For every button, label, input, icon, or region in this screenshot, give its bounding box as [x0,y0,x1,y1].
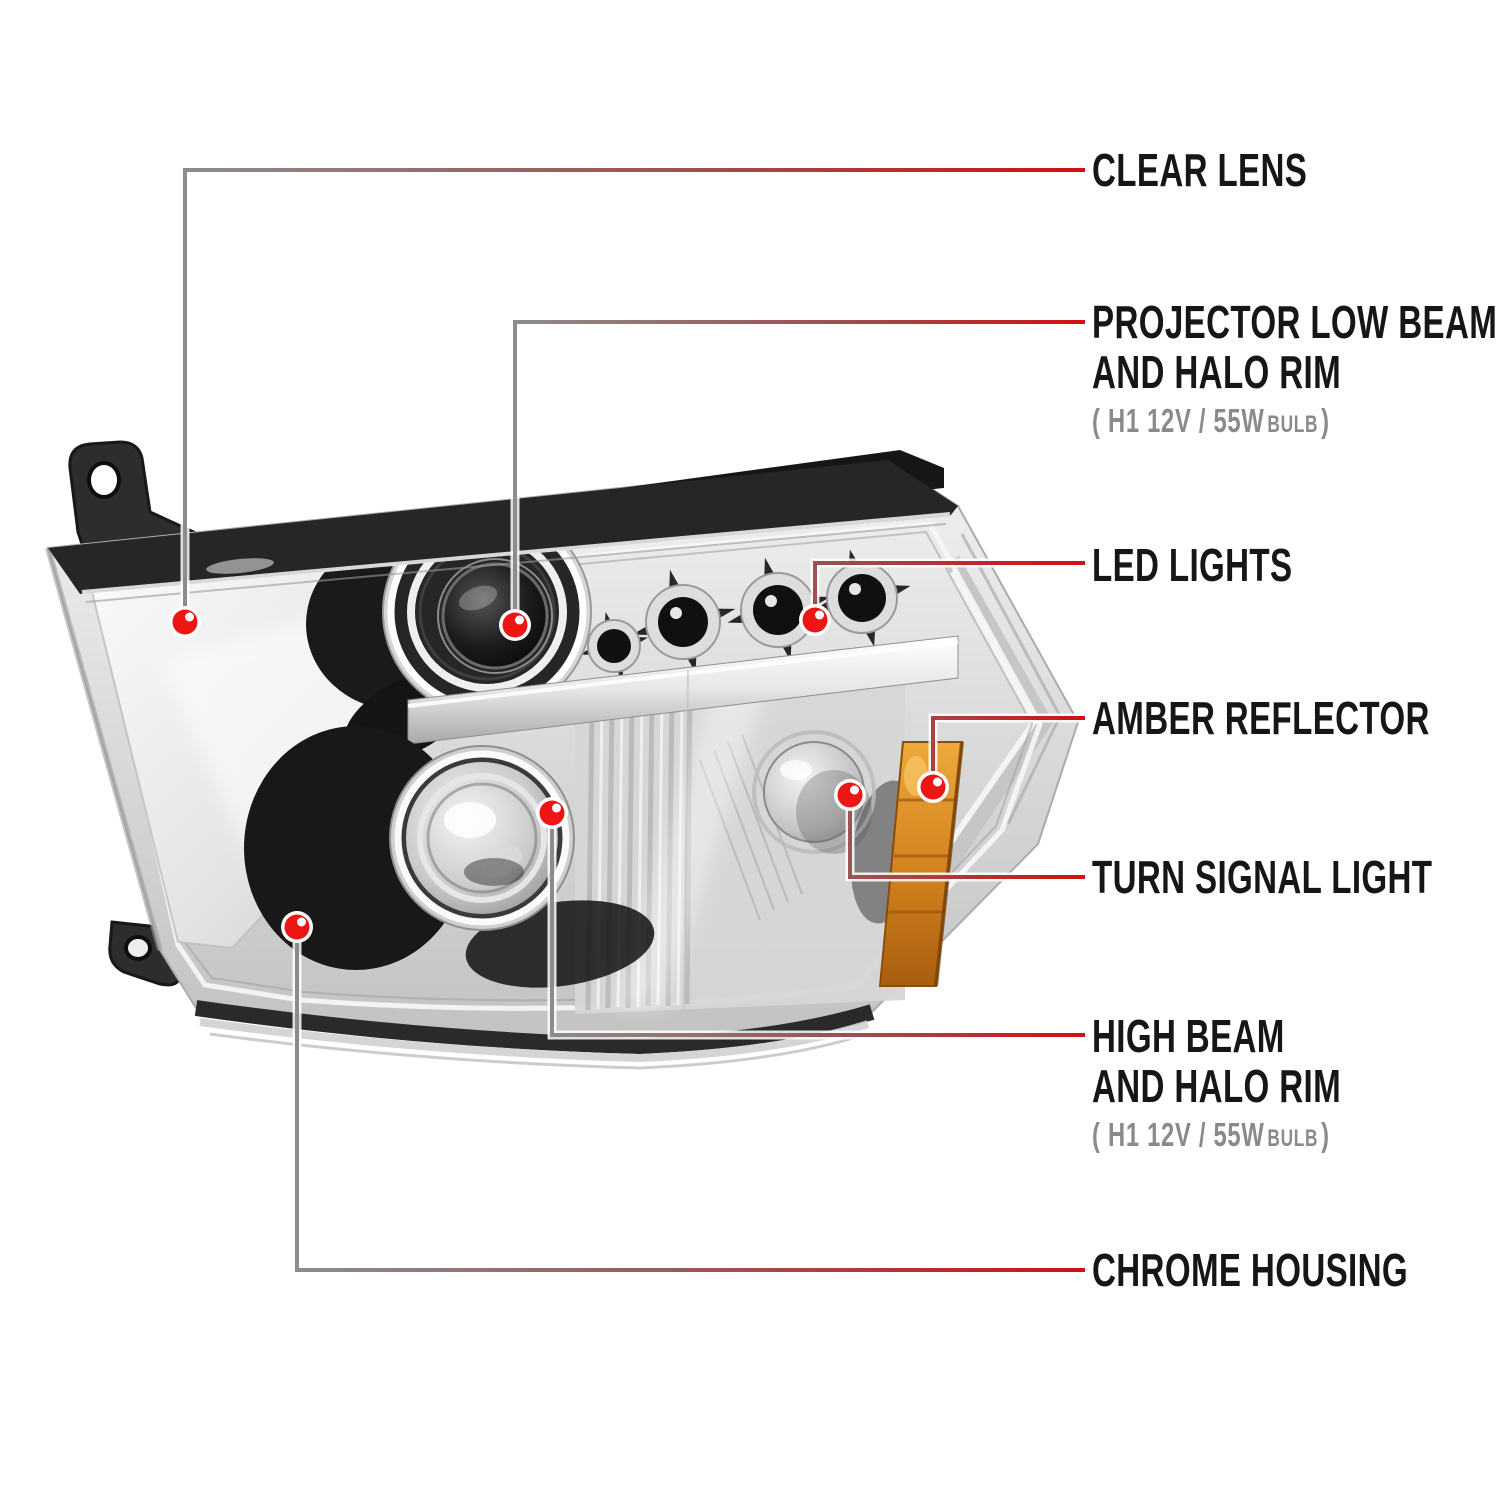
marker-dot-high-beam [536,797,568,829]
callout-label-amber-reflector: AMBER REFLECTOR [1092,693,1430,743]
callout-line-turn-signal [848,795,1085,879]
label-text: AMBER REFLECTOR [1092,692,1430,744]
bottom-trim [194,1000,875,1070]
chrome-bar [407,635,959,745]
callout-label-clear-lens: CLEAR LENS [1092,145,1307,195]
label-text: LED LIGHTS [1092,539,1293,591]
label-text: TURN SIGNAL LIGHT [1092,851,1433,903]
callout-line-chrome-housing [295,927,1085,1272]
turn-signal-area [575,666,922,1014]
label-text: CHROME HOUSING [1092,1244,1409,1296]
lens-seam [683,669,689,1011]
callout-label-led-lights: LED LIGHTS [1092,540,1292,590]
marker-dot-chrome-housing [281,911,313,943]
label-text-line2: AND HALO RIM [1092,346,1342,398]
marker-dot-led-lights [799,604,831,636]
callout-lines [180,165,1085,1275]
label-text-line2: AND HALO RIM [1092,1060,1342,1112]
callout-line-projector-low-beam [513,320,1085,625]
amber-reflector-part [878,741,964,987]
marker-dot-amber-reflector [917,771,949,803]
callout-line-clear-lens [183,168,1085,622]
callout-line-amber-reflector [931,716,1085,787]
label-text: PROJECTOR LOW BEAM [1092,296,1498,348]
led-lights-part [559,504,931,680]
label-text: CLEAR LENS [1092,144,1308,196]
high-beam-projector [244,726,655,988]
callout-line-high-beam [550,813,1085,1037]
callout-label-projector-low-beam: PROJECTOR LOW BEAM AND HALO RIM ( H1 12V… [1092,297,1497,451]
label-text: HIGH BEAM [1092,1010,1285,1062]
callout-line-led-lights [813,561,1085,620]
marker-dot-turn-signal [834,779,866,811]
marker-dot-clear-lens [169,606,201,638]
marker-dots [169,604,949,943]
callout-label-turn-signal: TURN SIGNAL LIGHT [1092,852,1432,902]
callout-label-chrome-housing: CHROME HOUSING [1092,1245,1408,1295]
marker-dot-projector-low-beam [499,609,531,641]
